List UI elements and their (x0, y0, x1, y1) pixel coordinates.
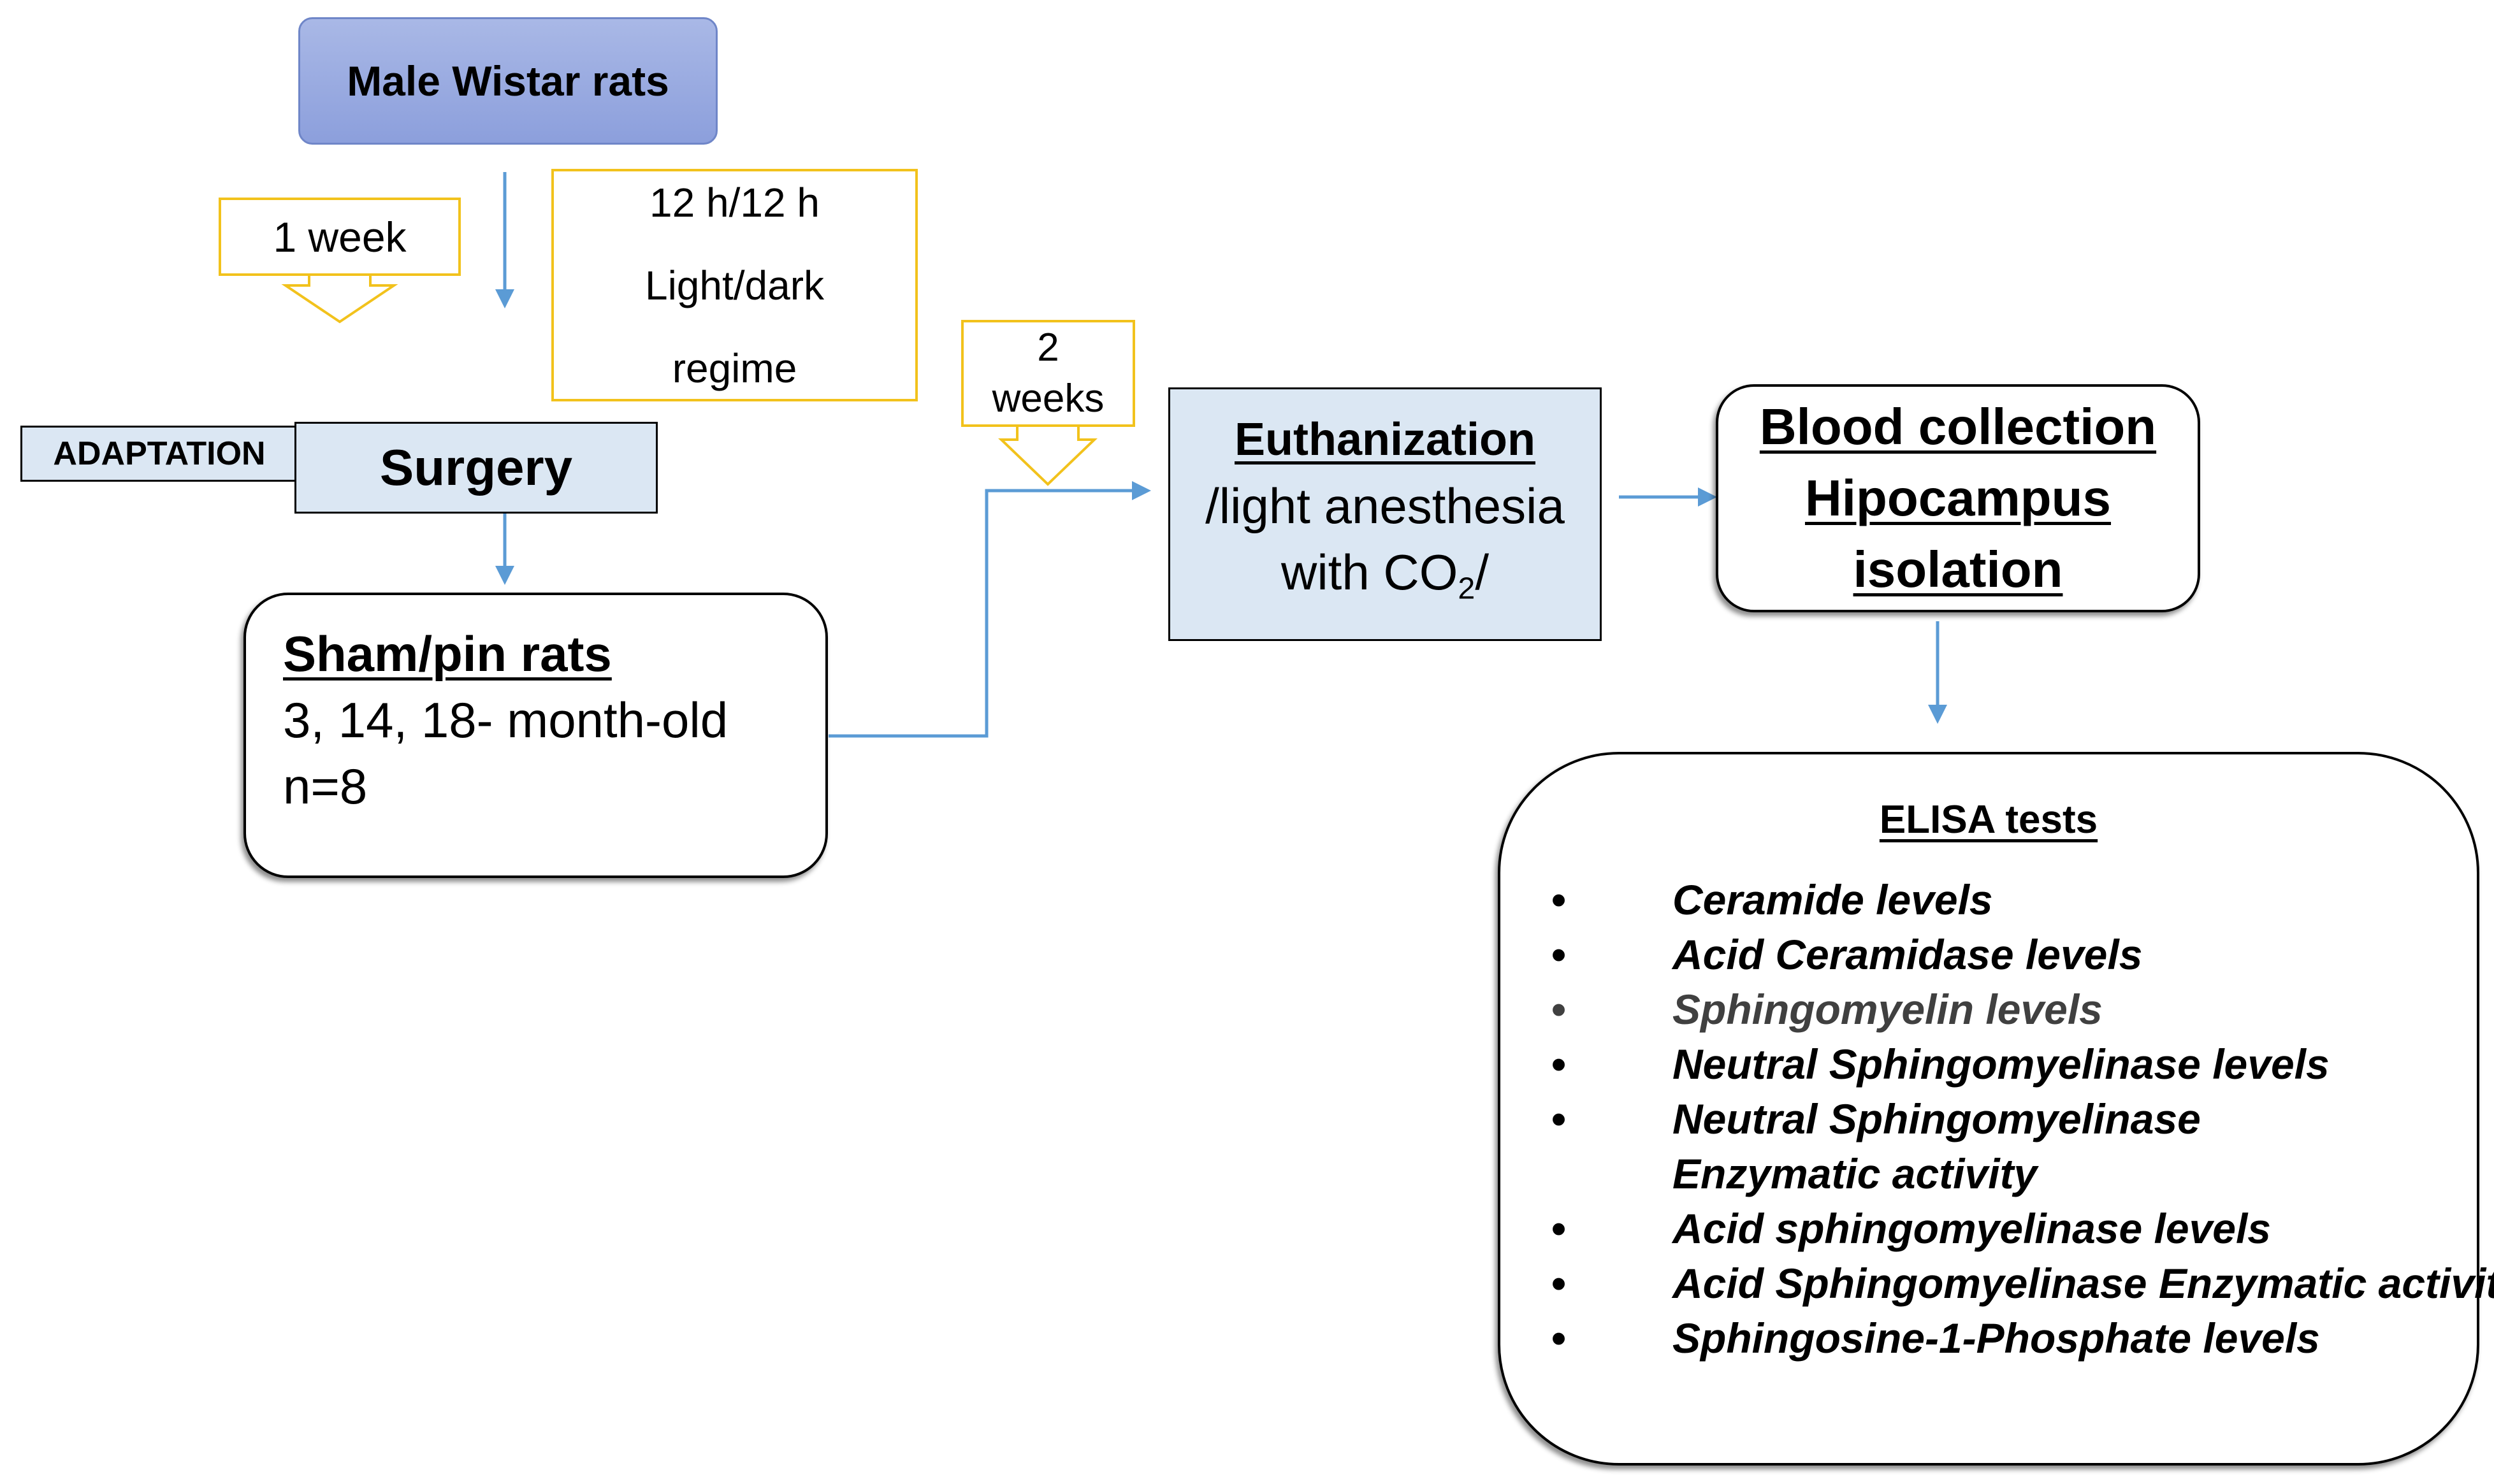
euthanization-slash: / (1475, 544, 1489, 601)
elisa-title-text: ELISA tests (1879, 798, 2098, 842)
blood-collection-box: Blood collection Hipocampus isolation (1716, 384, 2200, 612)
male-wistar-rats-label: Male Wistar rats (347, 57, 669, 104)
elisa-item: Neutral Sphingomyelinase Enzymatic activ… (1551, 1091, 2405, 1201)
elisa-item: Acid Sphingomyelinase Enzymatic activity (1551, 1256, 2494, 1311)
sham-pin-rats-box: Sham/pin rats 3, 14, 18- month-old n=8 (243, 593, 828, 878)
euthanization-line-2: with CO2/ (1281, 539, 1489, 622)
euthanization-title: Euthanization (1235, 414, 1535, 466)
elisa-list: Ceramide levels Acid Ceramidase levels S… (1551, 872, 2494, 1365)
two-weeks-line-2: weeks (992, 377, 1105, 421)
light-regime-line-3: regime (672, 345, 797, 391)
elisa-item: Sphingosine-1-Phosphate levels (1551, 1311, 2494, 1365)
adaptation-label: ADAPTATION (53, 435, 266, 472)
light-dark-regime-box: 12 h/12 h Light/dark regime (551, 169, 918, 401)
blood-line-3: isolation (1853, 541, 2063, 598)
sham-ages: 3, 14, 18- month-old (283, 692, 729, 748)
euthanization-box: Euthanization /light anesthesia with CO2… (1168, 387, 1602, 641)
one-week-label: 1 week (273, 213, 407, 261)
blood-line-1: Blood collection (1759, 398, 2157, 455)
sham-n: n=8 (283, 758, 368, 814)
male-wistar-rats-box: Male Wistar rats (298, 17, 718, 145)
sham-title: Sham/pin rats (283, 626, 612, 682)
two-weeks-down-arrow-icon (998, 427, 1098, 486)
elisa-item: Acid Ceramidase levels (1551, 927, 2494, 982)
elisa-title: ELISA tests (1500, 797, 2477, 842)
two-weeks-callout: 2 weeks (961, 320, 1135, 427)
one-week-down-arrow-icon (281, 276, 398, 324)
euthanization-co-subscript: 2 (1458, 571, 1475, 606)
adaptation-box: ADAPTATION (20, 426, 298, 482)
surgery-label: Surgery (379, 439, 573, 496)
light-regime-line-1: 12 h/12 h (649, 179, 820, 226)
one-week-callout: 1 week (219, 198, 461, 276)
blood-line-2: Hipocampus (1804, 470, 2112, 526)
elisa-tests-box: ELISA tests Ceramide levels Acid Ceramid… (1498, 752, 2494, 1466)
elisa-item: Neutral Sphingomyelinase levels (1551, 1037, 2494, 1091)
euthanization-co-text: with CO (1281, 544, 1458, 601)
surgery-box: Surgery (294, 422, 658, 514)
elisa-item: Sphingomyelin levels (1551, 982, 2494, 1037)
two-weeks-line-1: 2 (1037, 326, 1059, 370)
light-regime-line-2: Light/dark (644, 262, 825, 308)
arrow-sham-to-euthanization (829, 481, 1151, 738)
elisa-item: Acid sphingomyelinase levels (1551, 1201, 2494, 1256)
elisa-item: Ceramide levels (1551, 872, 2494, 927)
euthanization-line-1: /light anesthesia (1205, 478, 1565, 535)
